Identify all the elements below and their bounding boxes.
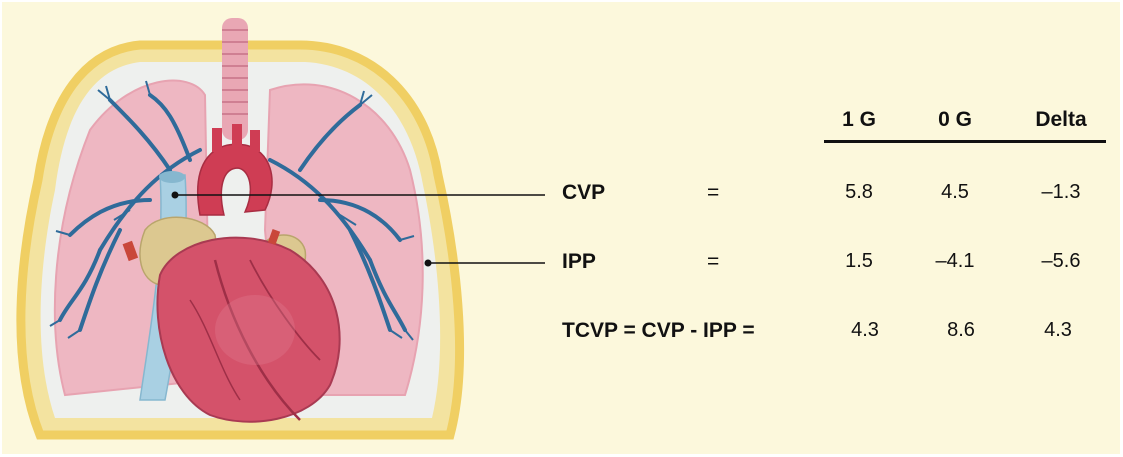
cvp-value-1g: 5.8 [819,181,899,204]
row-equals-ipp: = [707,250,719,274]
trachea [222,18,248,140]
ipp-value-1g: 1.5 [819,250,899,273]
row-label-tcvp: TCVP = CVP - IPP = [562,319,755,343]
header-0g: 0 G [915,108,995,132]
ipp-value-delta: –5.6 [1021,250,1101,273]
cvp-value-0g: 4.5 [915,181,995,204]
row-equals-cvp: = [707,181,719,205]
header-delta: Delta [1021,108,1101,132]
row-label-cvp: CVP [562,181,605,205]
ipp-value-0g: –4.1 [915,250,995,273]
tcvp-value-1g: 4.3 [825,319,905,342]
header-1g: 1 G [819,108,899,132]
tcvp-value-delta: 4.3 [1018,319,1098,342]
cvp-value-delta: –1.3 [1021,181,1101,204]
header-rule [824,140,1106,143]
tcvp-value-0g: 8.6 [921,319,1001,342]
row-label-ipp: IPP [562,250,596,274]
